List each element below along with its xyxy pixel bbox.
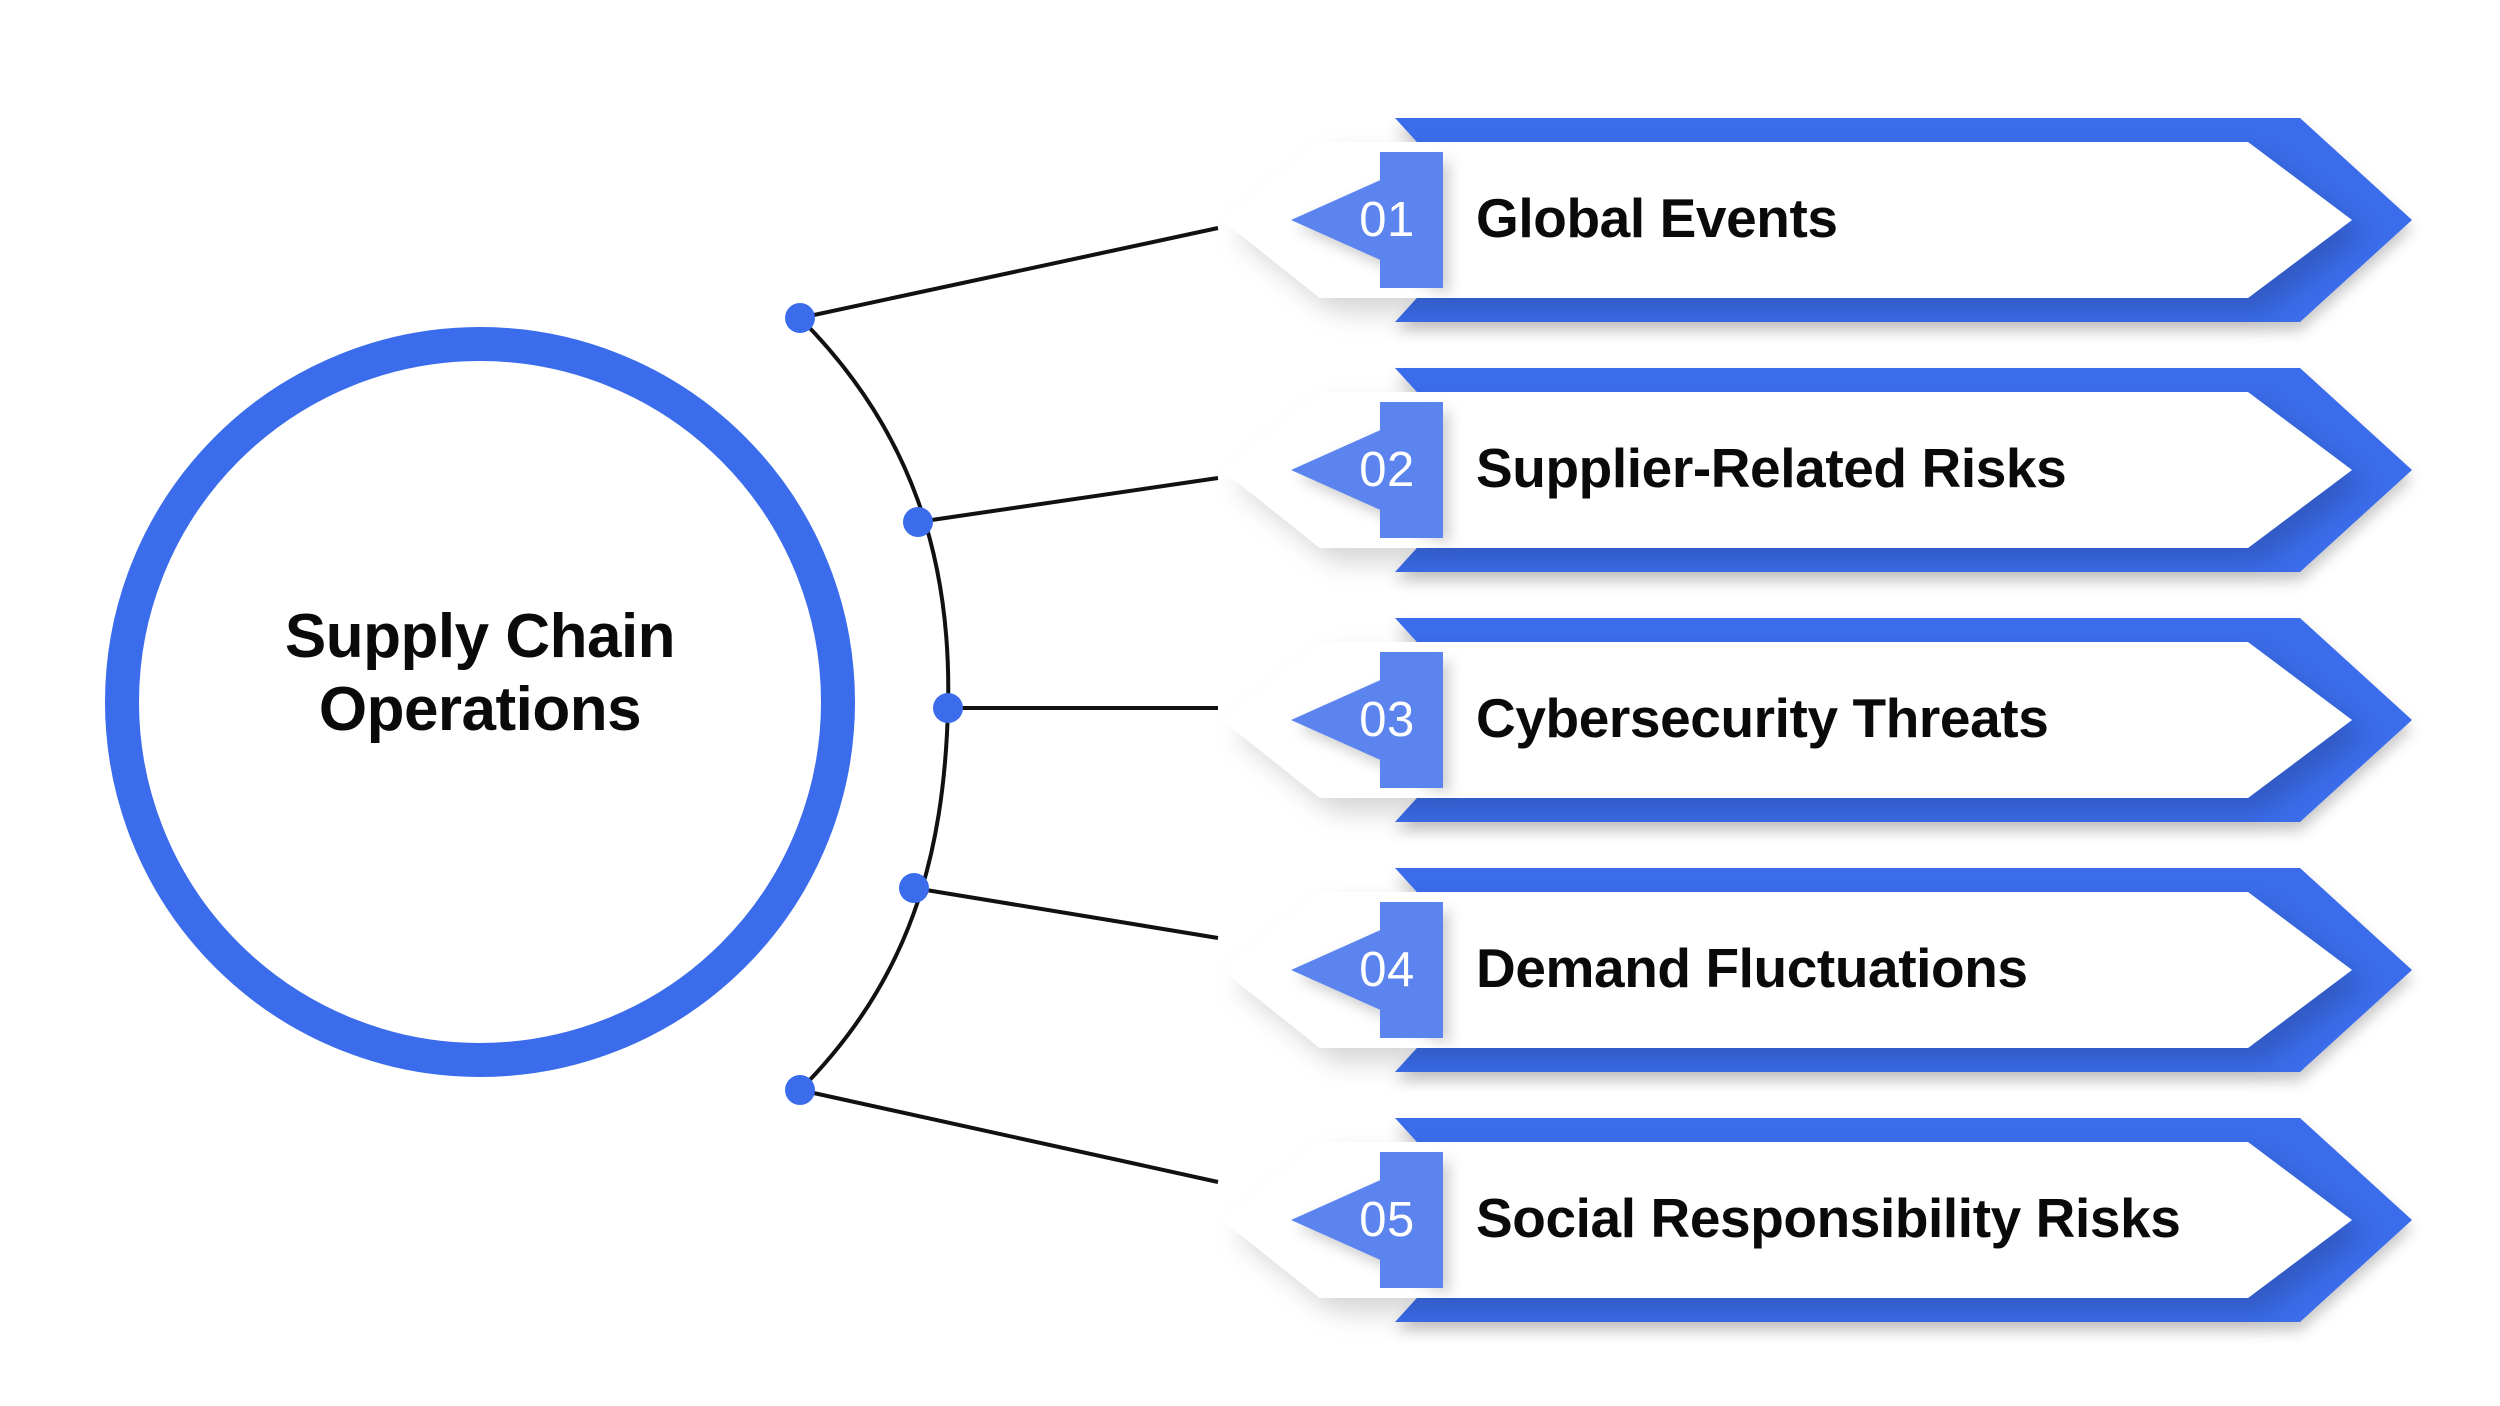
connector-line-5 — [799, 1088, 1219, 1184]
hub-title: Supply Chain Operations — [150, 600, 810, 746]
banner-card-5 — [1222, 1142, 2352, 1298]
spine-dot-2[interactable] — [903, 507, 933, 537]
banner-card-4 — [1222, 892, 2352, 1048]
banner-card-3 — [1222, 642, 2352, 798]
item-label-2: Supplier-Related Risks — [1476, 437, 2067, 499]
number-badge-block-2 — [1380, 402, 1443, 538]
number-badge-block-4 — [1380, 902, 1443, 1038]
spine-dot-1[interactable] — [785, 303, 815, 333]
item-label-5: Social Responsibility Risks — [1476, 1187, 2181, 1249]
banner-card-2 — [1222, 392, 2352, 548]
item-number-2: 02 — [1359, 443, 1415, 497]
banner-row-3[interactable] — [1222, 618, 2412, 822]
connector-line-2 — [917, 476, 1219, 524]
banner-row-5[interactable] — [1222, 1118, 2412, 1322]
spine-dot-4[interactable] — [899, 873, 929, 903]
item-number-1: 01 — [1359, 193, 1415, 247]
banner-card-1 — [1222, 142, 2352, 298]
number-badge-block-5 — [1380, 1152, 1443, 1288]
connector-line-1 — [799, 226, 1219, 320]
item-label-1: Global Events — [1476, 187, 1838, 249]
banner-row-1[interactable] — [1222, 118, 2412, 322]
hub-ring — [105, 327, 855, 1077]
item-label-4: Demand Fluctuations — [1476, 937, 2028, 999]
banner-row-4[interactable] — [1222, 868, 2412, 1072]
item-label-3: Cybersecurity Threats — [1476, 687, 2049, 749]
hub-title-line-1: Supply Chain — [284, 602, 676, 671]
spine-dot-3[interactable] — [933, 693, 963, 723]
number-badge-block-1 — [1380, 152, 1443, 288]
item-number-3: 03 — [1359, 693, 1415, 747]
item-number-4: 04 — [1359, 943, 1415, 997]
spine-dot-5[interactable] — [785, 1075, 815, 1105]
hub-title-line-2: Operations — [318, 675, 642, 745]
connector-line-4 — [913, 886, 1219, 940]
number-badge-block-3 — [1380, 652, 1443, 788]
banner-row-2[interactable] — [1222, 368, 2412, 572]
item-number-5: 05 — [1359, 1193, 1415, 1247]
